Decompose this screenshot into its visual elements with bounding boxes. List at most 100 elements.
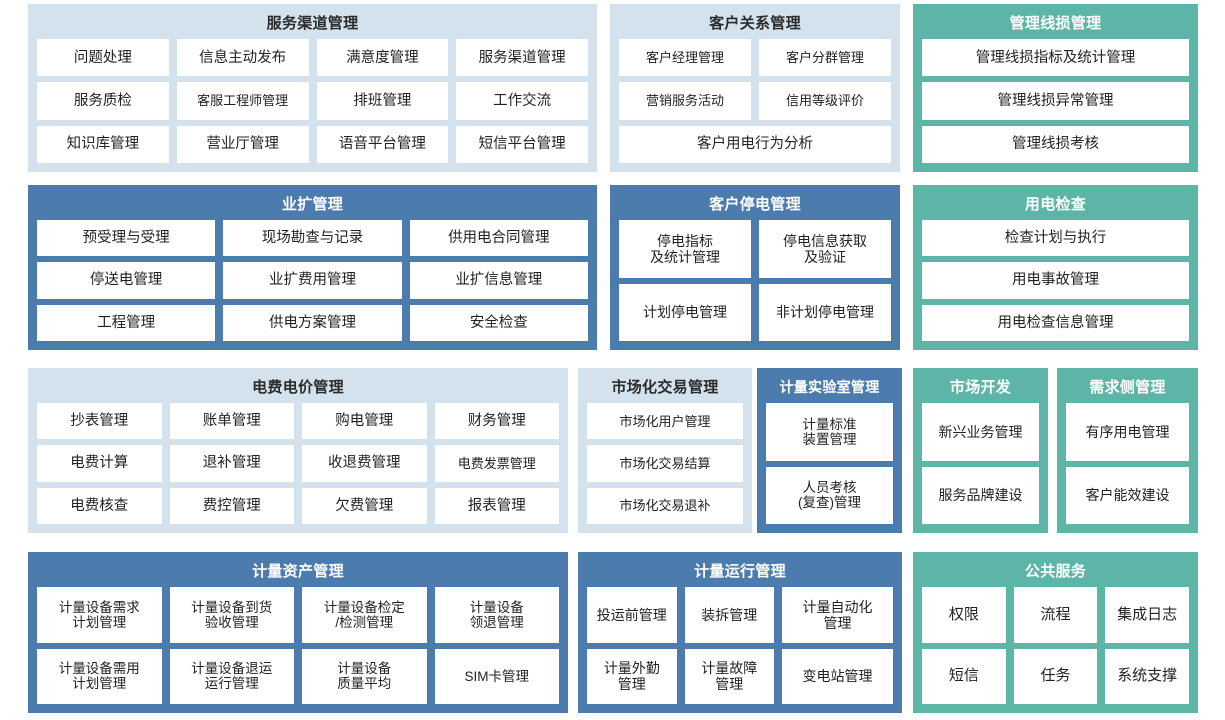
module-cell[interactable]: 客户分群管理 bbox=[759, 39, 891, 77]
panel-title-metering-lab: 计量实验室管理 bbox=[779, 379, 880, 395]
panel-public-service[interactable]: 公共服务 权限 流程 集成日志 短信 任务 系统支撑 bbox=[913, 552, 1198, 713]
module-cell[interactable]: 营业厅管理 bbox=[176, 125, 309, 163]
panel-power-inspection[interactable]: 用电检查 检查计划与执行 用电事故管理 用电检查信息管理 bbox=[913, 185, 1198, 350]
module-cell[interactable]: 管理线损指标及统计管理 bbox=[922, 39, 1189, 77]
module-cell[interactable]: 客服工程师管理 bbox=[176, 82, 309, 120]
panel-row: 市场化用户管理 bbox=[587, 403, 743, 440]
panel-row: 营销服务活动 信用等级评价 bbox=[619, 82, 891, 120]
module-cell[interactable]: 装拆管理 bbox=[684, 587, 775, 643]
module-cell[interactable]: 检查计划与执行 bbox=[922, 220, 1189, 257]
module-cell[interactable]: 管理线损异常管理 bbox=[922, 82, 1189, 120]
panel-row: 计量设备需用 计划管理 计量设备退运 运行管理 计量设备 质量平均 SIM卡管理 bbox=[37, 648, 559, 704]
panel-market-development[interactable]: 市场开发 新兴业务管理 服务品牌建设 bbox=[913, 368, 1048, 533]
panel-line-loss[interactable]: 管理线损管理 管理线损指标及统计管理 管理线损异常管理 管理线损考核 bbox=[913, 4, 1198, 172]
module-cell[interactable]: 报表管理 bbox=[434, 487, 559, 524]
module-cell[interactable]: 用电事故管理 bbox=[922, 262, 1189, 299]
module-cell[interactable]: 业扩信息管理 bbox=[409, 262, 588, 299]
module-cell[interactable]: 计量设备退运 运行管理 bbox=[169, 648, 294, 704]
module-cell[interactable]: 计量设备 领退管理 bbox=[434, 587, 559, 643]
module-cell[interactable]: 客户能效建设 bbox=[1066, 466, 1189, 524]
module-cell[interactable]: 业扩费用管理 bbox=[223, 262, 402, 299]
module-cell[interactable]: 流程 bbox=[1013, 587, 1098, 643]
module-cell[interactable]: 客户用电行为分析 bbox=[619, 125, 891, 163]
module-cell[interactable]: 计量标准 装置管理 bbox=[766, 403, 893, 461]
module-cell[interactable]: 集成日志 bbox=[1105, 587, 1190, 643]
module-cell[interactable]: 语音平台管理 bbox=[316, 125, 449, 163]
module-cell[interactable]: 计量设备检定 /检测管理 bbox=[302, 587, 427, 643]
module-cell[interactable]: 服务质检 bbox=[37, 82, 169, 120]
module-cell[interactable]: 电费核查 bbox=[37, 487, 162, 524]
module-cell[interactable]: 供用电合同管理 bbox=[409, 220, 588, 257]
module-cell[interactable]: 计划停电管理 bbox=[619, 283, 751, 341]
module-cell[interactable]: 问题处理 bbox=[37, 39, 169, 77]
module-cell[interactable]: 现场勘查与记录 bbox=[223, 220, 402, 257]
module-cell[interactable]: 任务 bbox=[1013, 648, 1098, 704]
module-cell[interactable]: 知识库管理 bbox=[37, 125, 169, 163]
module-cell[interactable]: 停送电管理 bbox=[37, 262, 216, 299]
module-cell[interactable]: 服务渠道管理 bbox=[456, 39, 588, 77]
module-cell[interactable]: 人员考核 (复查)管理 bbox=[766, 466, 893, 524]
module-cell[interactable]: 信用等级评价 bbox=[759, 82, 891, 120]
module-cell[interactable]: 计量故障 管理 bbox=[684, 648, 775, 704]
module-cell[interactable]: 工作交流 bbox=[456, 82, 588, 120]
panel-demand-side[interactable]: 需求侧管理 有序用电管理 客户能效建设 bbox=[1057, 368, 1198, 533]
panel-metering-operation[interactable]: 计量运行管理 投运前管理 装拆管理 计量自动化 管理 计量外勤 管理 计量故障 … bbox=[578, 552, 902, 713]
module-cell[interactable]: 权限 bbox=[922, 587, 1006, 643]
panel-service-channel[interactable]: 服务渠道管理 问题处理 信息主动发布 满意度管理 服务渠道管理 服务质检 客服工… bbox=[28, 4, 597, 172]
module-cell[interactable]: 新兴业务管理 bbox=[922, 403, 1039, 461]
module-cell[interactable]: 信息主动发布 bbox=[176, 39, 309, 77]
module-cell[interactable]: 计量外勤 管理 bbox=[587, 648, 677, 704]
panel-row: 投运前管理 装拆管理 计量自动化 管理 bbox=[587, 587, 893, 643]
module-cell[interactable]: 非计划停电管理 bbox=[759, 283, 891, 341]
module-cell[interactable]: 计量自动化 管理 bbox=[782, 587, 893, 643]
panel-title-service-channel: 服务渠道管理 bbox=[266, 15, 359, 32]
module-cell[interactable]: 预受理与受理 bbox=[37, 220, 216, 257]
module-cell[interactable]: 变电站管理 bbox=[782, 648, 893, 704]
module-cell[interactable]: 停电信息获取 及验证 bbox=[759, 220, 891, 278]
module-cell[interactable]: 电费计算 bbox=[37, 445, 162, 482]
module-cell[interactable]: 停电指标 及统计管理 bbox=[619, 220, 751, 278]
module-cell[interactable]: 排班管理 bbox=[316, 82, 449, 120]
module-cell[interactable]: 工程管理 bbox=[37, 304, 216, 341]
module-cell[interactable]: 系统支撑 bbox=[1105, 648, 1190, 704]
module-cell[interactable]: 财务管理 bbox=[434, 403, 559, 440]
module-cell[interactable]: 电费发票管理 bbox=[434, 445, 559, 482]
module-cell[interactable]: 投运前管理 bbox=[587, 587, 677, 643]
module-cell[interactable]: 账单管理 bbox=[169, 403, 294, 440]
module-cell[interactable]: 市场化交易退补 bbox=[587, 487, 743, 524]
module-cell[interactable]: 用电检查信息管理 bbox=[922, 304, 1189, 341]
module-cell[interactable]: 安全检查 bbox=[409, 304, 588, 341]
module-cell[interactable]: 欠费管理 bbox=[302, 487, 427, 524]
module-cell[interactable]: 抄表管理 bbox=[37, 403, 162, 440]
module-cell[interactable]: 短信 bbox=[922, 648, 1006, 704]
panel-customer-outage[interactable]: 客户停电管理 停电指标 及统计管理 停电信息获取 及验证 计划停电管理 非计划停… bbox=[610, 185, 900, 350]
panel-row: 预受理与受理 现场勘查与记录 供用电合同管理 bbox=[37, 220, 588, 257]
panel-title-business-expansion: 业扩管理 bbox=[281, 196, 344, 213]
panel-metering-asset[interactable]: 计量资产管理 计量设备需求 计划管理 计量设备到货 验收管理 计量设备检定 /检… bbox=[28, 552, 568, 713]
module-cell[interactable]: 营销服务活动 bbox=[619, 82, 751, 120]
module-cell[interactable]: 客户经理管理 bbox=[619, 39, 751, 77]
module-cell[interactable]: 服务品牌建设 bbox=[922, 466, 1039, 524]
module-cell[interactable]: 市场化用户管理 bbox=[587, 403, 743, 440]
module-cell[interactable]: 市场化交易结算 bbox=[587, 445, 743, 482]
panel-tariff[interactable]: 电费电价管理 抄表管理 账单管理 购电管理 财务管理 电费计算 退补管理 收退费… bbox=[28, 368, 568, 533]
panel-metering-lab[interactable]: 计量实验室管理 计量标准 装置管理 人员考核 (复查)管理 bbox=[757, 368, 902, 533]
module-cell[interactable]: 计量设备 质量平均 bbox=[302, 648, 427, 704]
module-cell[interactable]: 有序用电管理 bbox=[1066, 403, 1189, 461]
module-cell[interactable]: 计量设备需用 计划管理 bbox=[37, 648, 162, 704]
panel-market-trading[interactable]: 市场化交易管理 市场化用户管理 市场化交易结算 市场化交易退补 bbox=[578, 368, 752, 533]
module-cell[interactable]: 收退费管理 bbox=[302, 445, 427, 482]
panel-customer-relationship[interactable]: 客户关系管理 客户经理管理 客户分群管理 营销服务活动 信用等级评价 客户用电行… bbox=[610, 4, 900, 172]
module-cell[interactable]: 计量设备到货 验收管理 bbox=[169, 587, 294, 643]
module-cell[interactable]: 费控管理 bbox=[169, 487, 294, 524]
module-cell[interactable]: 计量设备需求 计划管理 bbox=[37, 587, 162, 643]
module-cell[interactable]: 满意度管理 bbox=[316, 39, 449, 77]
module-cell[interactable]: 退补管理 bbox=[169, 445, 294, 482]
module-cell[interactable]: SIM卡管理 bbox=[434, 648, 559, 704]
module-cell[interactable]: 短信平台管理 bbox=[456, 125, 588, 163]
module-cell[interactable]: 供电方案管理 bbox=[223, 304, 402, 341]
module-cell[interactable]: 购电管理 bbox=[302, 403, 427, 440]
panel-business-expansion[interactable]: 业扩管理 预受理与受理 现场勘查与记录 供用电合同管理 停送电管理 业扩费用管理… bbox=[28, 185, 597, 350]
module-cell[interactable]: 管理线损考核 bbox=[922, 125, 1189, 163]
